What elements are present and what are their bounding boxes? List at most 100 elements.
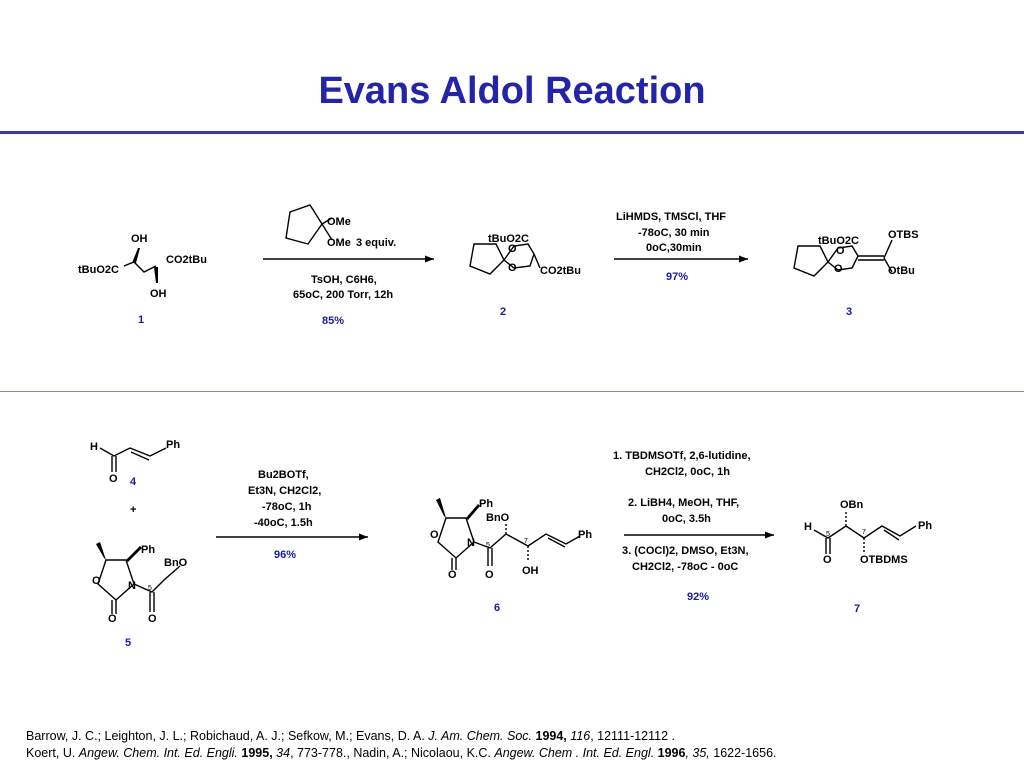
carbon-number: 5 xyxy=(148,585,152,592)
conditions-text: LiHMDS, TMSCl, THF xyxy=(616,211,726,223)
plus-sign: + xyxy=(130,504,136,516)
bno-label: BnO xyxy=(164,557,188,569)
conditions-text: Bu2BOTf, xyxy=(258,469,309,481)
wedge-bond xyxy=(466,504,480,520)
carbon-number: 7 xyxy=(524,538,528,545)
conditions-text: Et3N, CH2Cl2, xyxy=(248,485,321,497)
compound-6: Ph BnO O N 5 7 O O OH Ph 6 xyxy=(430,498,592,614)
reference-2: Koert, U. Angew. Chem. Int. Ed. Engli. 1… xyxy=(26,745,777,762)
ph-label: Ph xyxy=(578,529,592,541)
oxygen-label: O xyxy=(485,569,494,581)
compound-number: 5 xyxy=(125,637,131,649)
ester-label: tBuO2C xyxy=(488,233,529,245)
conditions-text: CH2Cl2, -78oC - 0oC xyxy=(632,561,738,573)
ref-year: 1994, xyxy=(532,729,567,743)
compound-number: 1 xyxy=(138,314,144,326)
ph-label: Ph xyxy=(166,439,180,451)
conditions-text: 0oC,30min xyxy=(646,242,702,254)
compound-number: 7 xyxy=(854,603,860,615)
oxygen-label: O xyxy=(508,243,517,255)
wedge-bond xyxy=(436,498,446,518)
ref-pages: 1622-1656. xyxy=(709,746,777,760)
ome-label: OMe xyxy=(327,216,351,228)
ester-label: CO2tBu xyxy=(166,254,207,266)
conditions-text: 3. (COCl)2, DMSO, Et3N, xyxy=(622,545,749,557)
ref-year: 1996 xyxy=(654,746,686,760)
ref-pages: , 12111-12112 . xyxy=(590,729,675,743)
compound-7: OBn H 5 7 O OTBDMS Ph 7 xyxy=(804,499,932,615)
oxygen-label: O xyxy=(430,529,439,541)
oxygen-label: O xyxy=(834,263,843,275)
oxygen-label: O xyxy=(92,575,101,587)
oxygen-label: O xyxy=(836,245,845,257)
equiv-label: 3 equiv. xyxy=(356,237,396,249)
oxygen-label: O xyxy=(448,569,457,581)
yield-label: 92% xyxy=(687,591,709,603)
ph-label: Ph xyxy=(141,544,155,556)
reference-1: Barrow, J. C.; Leighton, J. L.; Robichau… xyxy=(26,728,777,745)
ref-journal: Angew. Chem . Int. Ed. Engl. xyxy=(494,746,655,760)
compound-number: 6 xyxy=(494,602,500,614)
compound-2: tBuO2C O O CO2tBu 2 xyxy=(469,233,581,318)
ref-authors: Barrow, J. C.; Leighton, J. L.; Robichau… xyxy=(26,729,429,743)
carbon-number: 5 xyxy=(826,531,830,538)
otbu-label: OtBu xyxy=(888,265,915,277)
title-divider xyxy=(0,131,1024,134)
oh-label: OH xyxy=(522,565,539,577)
compound-number: 3 xyxy=(846,306,852,318)
ref-journal: Angew. Chem. Int. Ed. Engli. xyxy=(78,746,238,760)
page-title: Evans Aldol Reaction xyxy=(318,70,706,112)
conditions-text: 2. LiBH4, MeOH, THF, xyxy=(628,497,739,509)
oxygen-label: O xyxy=(823,554,832,566)
compound-number: 4 xyxy=(130,476,137,488)
oxygen-label: O xyxy=(508,262,517,274)
ref-volume: 116 xyxy=(566,729,591,743)
reaction-scheme: OH OH tBuO2C CO2tBu 1 OMe OMe 3 equiv. T… xyxy=(78,204,932,649)
yield-label: 96% xyxy=(274,549,296,561)
oh-label: OH xyxy=(150,288,167,300)
scheme-divider xyxy=(0,391,1024,392)
otbdms-label: OTBDMS xyxy=(860,554,908,566)
ref-year: 1995, xyxy=(237,746,273,760)
compound-3: tBuO2C O O OTBS OtBu 3 xyxy=(793,229,919,318)
carbon-number: 5 xyxy=(486,542,490,549)
compound-1: OH OH tBuO2C CO2tBu 1 xyxy=(78,233,207,326)
wedge-bond xyxy=(96,542,106,560)
compound-number: 2 xyxy=(500,306,506,318)
ph-label: Ph xyxy=(918,520,932,532)
ester-label: CO2tBu xyxy=(540,265,581,277)
yield-label: 97% xyxy=(666,271,688,283)
compound-5: Ph BnO O N 5 O O 5 xyxy=(92,542,188,649)
conditions-text: 1. TBDMSOTf, 2,6-lutidine, xyxy=(613,450,751,462)
wedge-bond xyxy=(126,546,142,562)
conditions-text: TsOH, C6H6, xyxy=(311,274,377,286)
ome-label: OMe xyxy=(327,237,351,249)
nitrogen-label: N xyxy=(467,537,475,549)
conditions-text: 65oC, 200 Torr, 12h xyxy=(293,289,393,301)
ref-volume: 34 xyxy=(272,746,291,760)
ester-label: tBuO2C xyxy=(818,235,859,247)
compound-4: H O Ph 4 xyxy=(90,439,180,488)
ketal-reagent: OMe OMe 3 equiv. xyxy=(285,204,396,249)
wedge-bond xyxy=(132,248,140,263)
oh-label: OH xyxy=(131,233,148,245)
conditions-text: -40oC, 1.5h xyxy=(254,517,313,529)
h-label: H xyxy=(90,441,98,453)
wedge-bond xyxy=(154,267,158,283)
conditions-text: CH2Cl2, 0oC, 1h xyxy=(645,466,730,478)
otbs-label: OTBS xyxy=(888,229,919,241)
ref-pages: , 773-778., Nadin, A.; Nicolaou, K.C. xyxy=(290,746,495,760)
yield-label: 85% xyxy=(322,315,344,327)
oxygen-label: O xyxy=(108,613,117,625)
references: Barrow, J. C.; Leighton, J. L.; Robichau… xyxy=(26,728,777,762)
ref-volume: , 35, xyxy=(685,746,710,760)
nitrogen-label: N xyxy=(128,580,136,592)
conditions-text: -78oC, 1h xyxy=(262,501,312,513)
conditions-text: 0oC, 3.5h xyxy=(662,513,711,525)
bno-label: BnO xyxy=(486,512,510,524)
ref-journal: J. Am. Chem. Soc. xyxy=(428,729,533,743)
ref-authors: Koert, U. xyxy=(26,746,79,760)
conditions-text: -78oC, 30 min xyxy=(638,227,710,239)
oxygen-label: O xyxy=(109,473,118,485)
obn-label: OBn xyxy=(840,499,864,511)
